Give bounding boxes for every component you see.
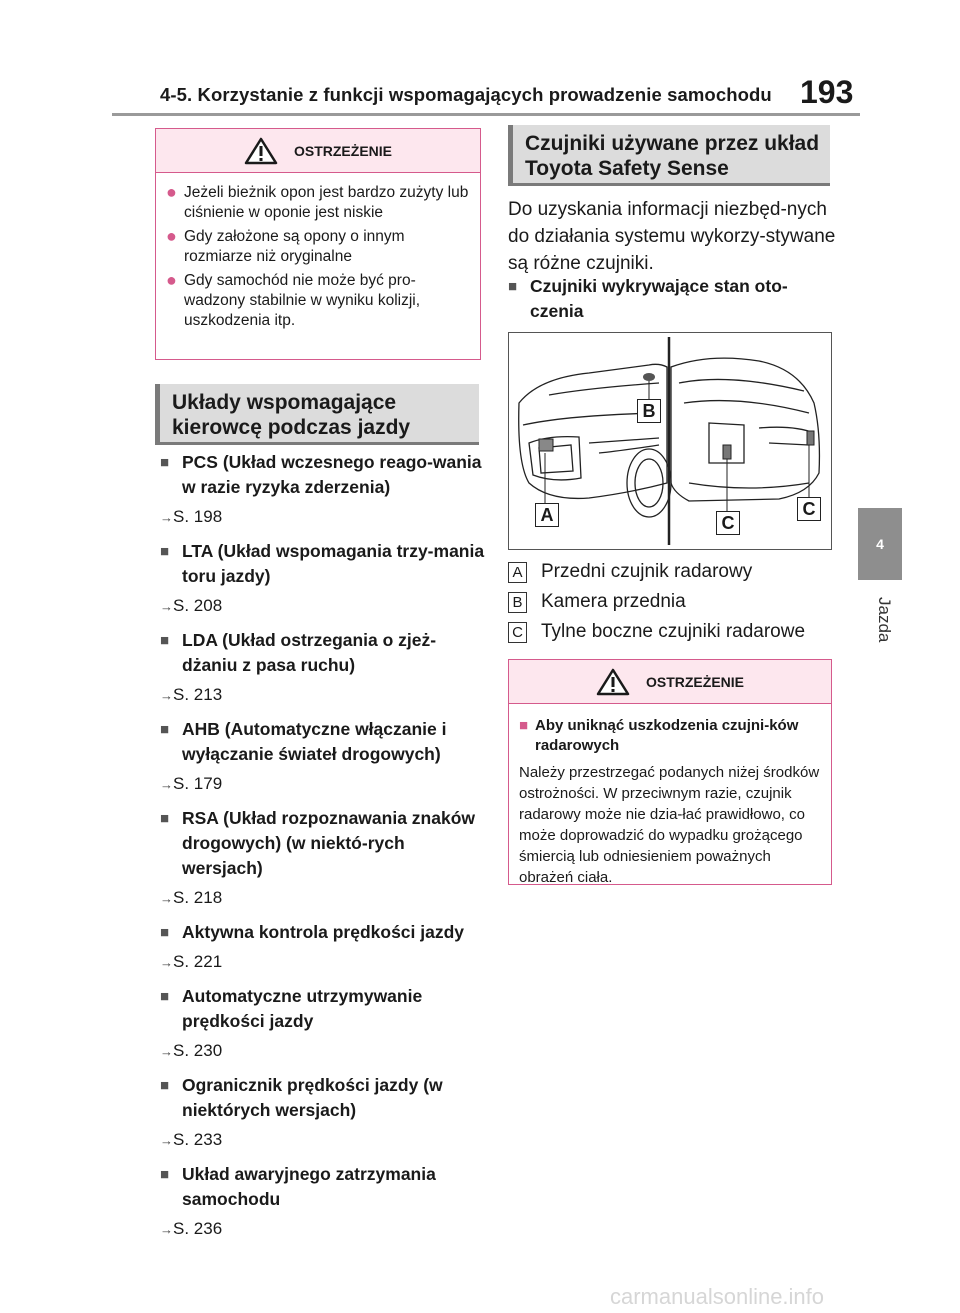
warning-title: OSTRZEŻENIE [645,673,744,690]
vehicle-illustration [518,337,821,545]
feature-title: ■PCS (Układ wczesnego reago-wania w razi… [160,450,490,500]
arrow-right-icon: → [160,955,173,970]
page-reference[interactable]: →S. 198 [160,507,223,526]
diagram-label-a: A [535,503,559,527]
diagram-label-c-side: C [716,511,740,535]
watermark: carmanualsonline.info [610,1284,825,1309]
warning-triangle-icon [596,668,630,695]
square-bullet-icon: ■ [160,721,170,738]
square-bullet-icon: ■ [519,717,529,734]
square-bullet-icon: ■ [160,1077,170,1094]
page-reference[interactable]: →S. 208 [160,596,223,615]
chapter-tab[interactable]: 4 [858,508,902,580]
warning-text: Należy przestrzegać podanych niżej środk… [519,764,820,886]
legend-letter: A [508,561,527,583]
square-bullet-icon: ■ [160,632,170,649]
arrow-right-icon: → [160,891,173,906]
feature-title: ■Układ awaryjnego zatrzymania samochodu [160,1162,490,1212]
arrow-right-icon: → [160,599,173,614]
square-bullet-icon: ■ [160,543,170,560]
arrow-right-icon: → [160,1044,173,1059]
arrow-right-icon: → [160,1222,173,1237]
arrow-right-icon: → [160,1133,173,1148]
feature-title: ■LTA (Układ wspomagania trzy-mania toru … [160,539,490,589]
page-reference[interactable]: →S. 236 [160,1219,223,1238]
arrow-right-icon: → [160,510,173,525]
bullet-dot-icon: ● [166,182,177,202]
section-heading-right: Czujniki używane przez układ Toyota Safe… [508,125,830,186]
warning-box-left: OSTRZEŻENIE ●Jeżeli bieżnik opon jest ba… [155,128,481,360]
page-reference[interactable]: →S. 221 [160,952,223,971]
feature-title: ■Ogranicznik prędkości jazdy (w niektóry… [160,1073,490,1123]
arrow-right-icon: → [160,777,173,792]
feature-title: ■RSA (Układ rozpoznawania znaków drogowy… [160,806,490,881]
square-bullet-icon: ■ [508,278,518,295]
feature-list: ■PCS (Układ wczesnego reago-wania w razi… [160,450,490,1251]
page-number: 193 [800,74,854,110]
warning-header: OSTRZEŻENIE [509,660,831,704]
intro-paragraph: Do uzyskania informacji niezbęd-nych do … [508,199,836,274]
arrow-right-icon: → [160,688,173,703]
legend-letter: B [508,591,527,613]
warning-triangle-icon [244,137,278,164]
warning-title: OSTRZEŻENIE [293,142,392,159]
diagram-label-c-rear: C [797,497,821,521]
page-reference[interactable]: →S. 230 [160,1041,223,1060]
sensor-diagram: A B C C [508,332,832,550]
chapter-label: Jazda [875,597,894,643]
legend-letter: C [508,621,527,643]
warning-item: ●Gdy samochód nie może być pro-wadzony s… [166,270,421,329]
page-reference[interactable]: →S. 218 [160,888,223,907]
bullet-dot-icon: ● [166,270,177,290]
warning-header: OSTRZEŻENIE [156,129,480,173]
bullet-dot-icon: ● [166,226,177,246]
running-header: 4-5. Korzystanie z funkcji wspomagającyc… [160,84,772,105]
square-bullet-icon: ■ [160,810,170,827]
square-bullet-icon: ■ [160,1166,170,1183]
warning-item: ●Jeżeli bieżnik opon jest bardzo zużyty … [166,182,469,221]
diagram-label-b: B [637,399,661,423]
square-bullet-icon: ■ [160,454,170,471]
feature-title: ■AHB (Automatyczne włączanie i wyłączani… [160,717,490,767]
chapter-number: 4 [876,536,884,552]
page-reference[interactable]: →S. 179 [160,774,223,793]
section-heading-left: Układy wspomagające kierowcę podczas jaz… [155,384,479,445]
header-rule [112,113,860,116]
square-bullet-icon: ■ [160,988,170,1005]
subsection-title: ■Czujniki wykrywające stan oto-czenia [508,274,838,324]
page-reference[interactable]: →S. 213 [160,685,223,704]
warning-box-right: OSTRZEŻENIE ■Aby uniknąć uszkodzenia czu… [508,659,832,886]
feature-title: ■Automatyczne utrzymywanie prędkości jaz… [160,984,490,1034]
warning-item: ●Gdy założone są opony o innym rozmiarze… [166,226,405,265]
feature-title: ■LDA (Układ ostrzegania o zjeż-dżaniu z … [160,628,490,678]
square-bullet-icon: ■ [160,924,170,941]
page-reference[interactable]: →S. 233 [160,1130,223,1149]
feature-title: ■Aktywna kontrola prędkości jazdy [160,920,490,945]
warning-subtitle: ■Aby uniknąć uszkodzenia czujni-ków rada… [519,717,799,754]
